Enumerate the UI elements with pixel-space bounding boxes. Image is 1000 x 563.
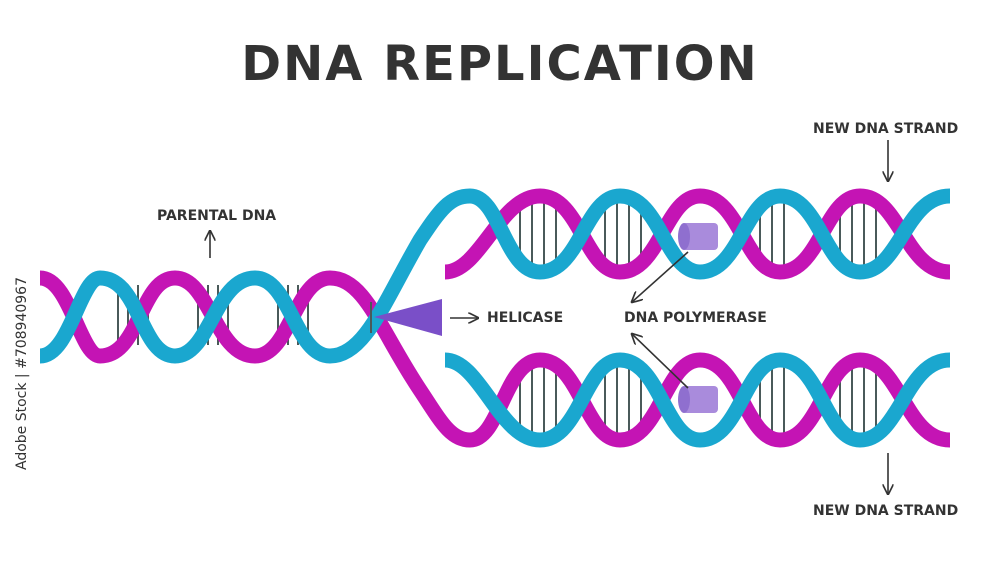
- diagram-title: DNA REPLICATION: [241, 36, 759, 92]
- new-strand-top-label: NEW DNA STRAND: [813, 121, 959, 137]
- dna-polymerase-label: DNA POLYMERASE: [624, 310, 767, 326]
- new-strand-bottom-label: NEW DNA STRAND: [813, 503, 959, 519]
- polymerase-bottom: [678, 386, 718, 413]
- lower-daughter-helix: [443, 352, 951, 448]
- polymerase-arrow-up: [632, 251, 689, 302]
- polymerase-top: [678, 223, 718, 250]
- parental-dna-label: PARENTAL DNA: [157, 208, 277, 224]
- stock-id-text: Adobe Stock | #708940967: [14, 277, 30, 470]
- upper-daughter-helix: [443, 188, 951, 280]
- parental-dna-helix: [38, 188, 471, 448]
- helicase-wedge: [374, 299, 442, 336]
- polymerase-arrow-down: [632, 334, 689, 389]
- helicase-label: HELICASE: [487, 310, 564, 326]
